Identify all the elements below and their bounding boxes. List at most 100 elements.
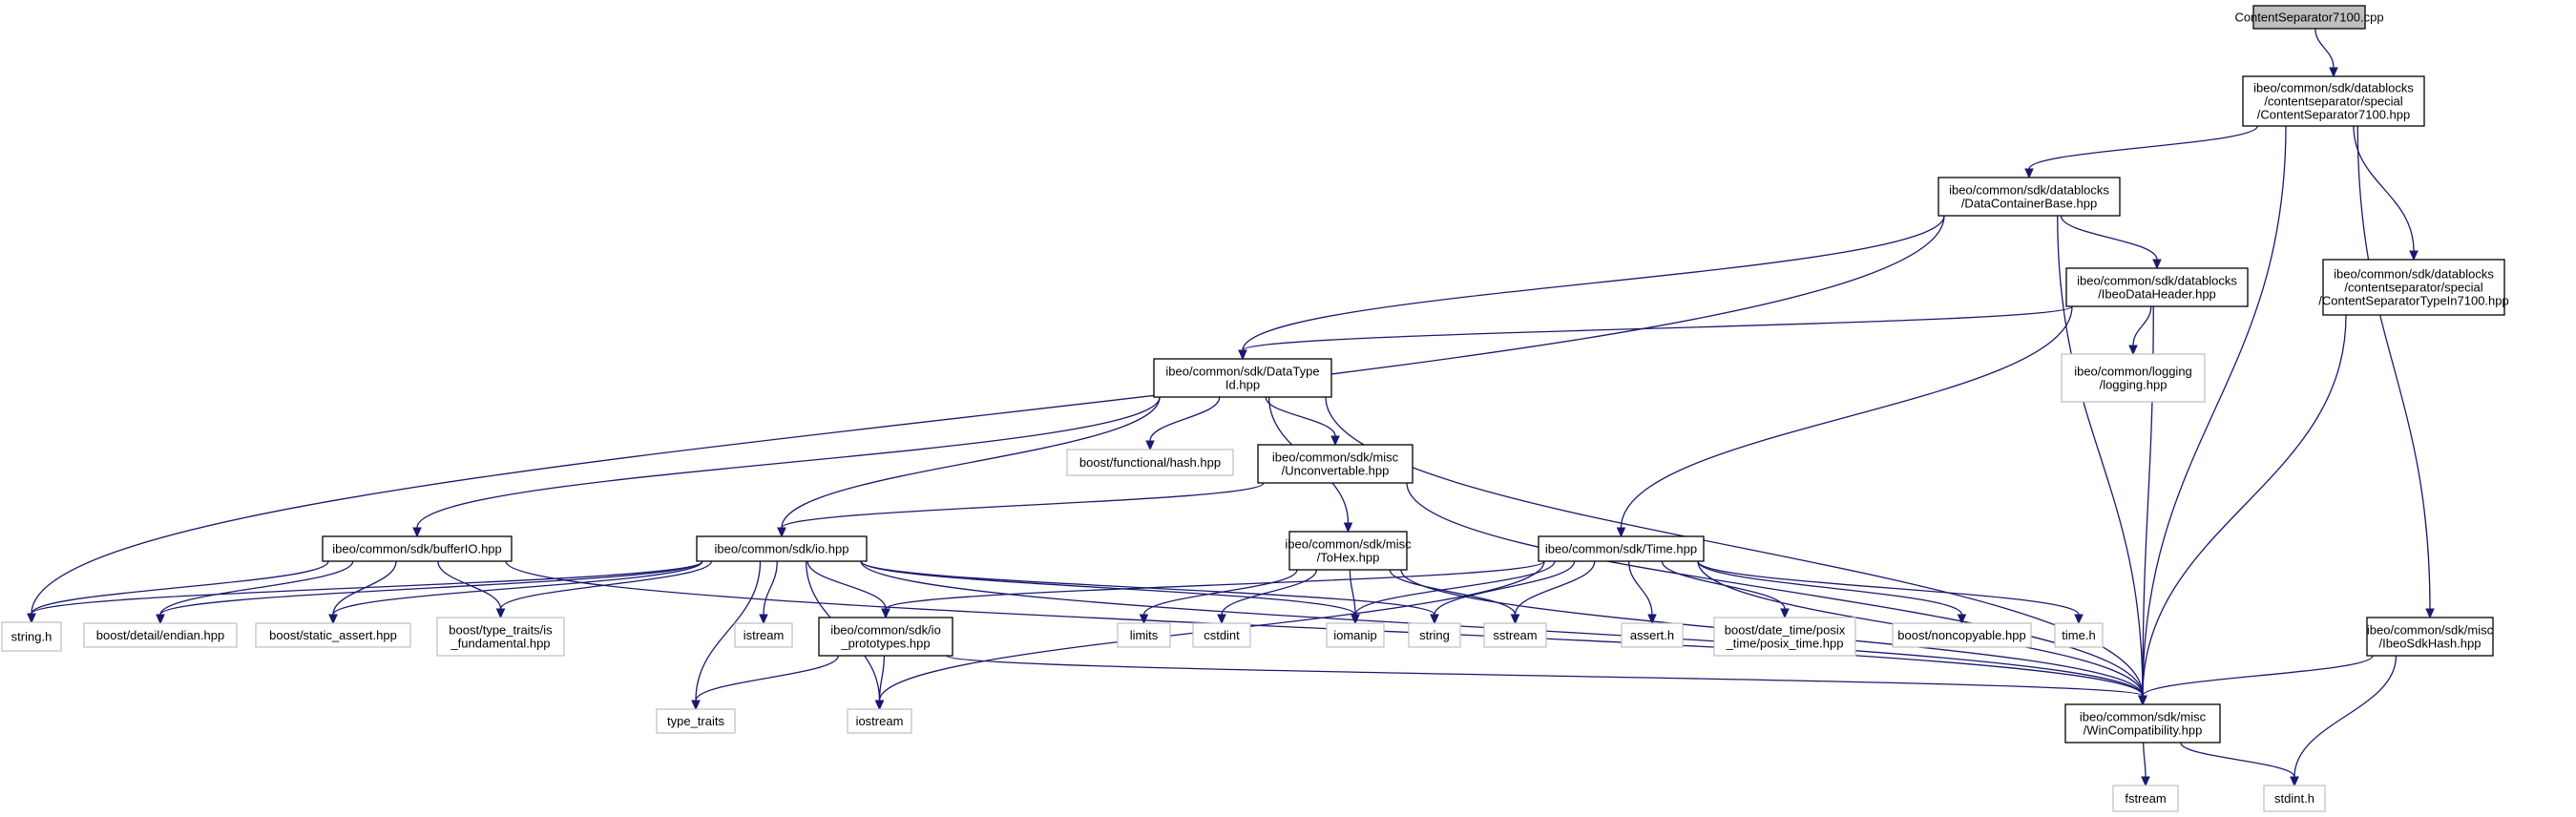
node-label: _prototypes.hpp bbox=[840, 637, 930, 651]
node-timeh: time.h bbox=[2054, 622, 2104, 648]
edge-root-to-cs7100 bbox=[2314, 28, 2338, 78]
node-label: assert.h bbox=[1630, 628, 1674, 642]
edge-ioproto-to-iostream bbox=[874, 655, 886, 711]
node-stdinth: stdint.h bbox=[2263, 785, 2326, 812]
node-label: ibeo/common/sdk/misc bbox=[1272, 450, 1399, 465]
node-box bbox=[1257, 444, 1414, 484]
node-label: ibeo/common/sdk/datablocks bbox=[2334, 267, 2494, 282]
node-box bbox=[1713, 617, 1856, 657]
node-box bbox=[1066, 449, 1234, 476]
edge-sdkhash-to-stdinth bbox=[2290, 655, 2398, 787]
node-box bbox=[696, 535, 868, 562]
node-box bbox=[2112, 785, 2179, 812]
edge-tohex-to-limits bbox=[1139, 569, 1298, 625]
node-csti[interactable]: ibeo/common/sdk/datablocks/contentsepara… bbox=[2318, 259, 2509, 316]
node-label: ibeo/common/sdk/datablocks bbox=[2253, 81, 2414, 95]
node-label: string bbox=[1419, 628, 1450, 642]
node-box bbox=[818, 617, 953, 657]
edge-io-to-isfund bbox=[495, 560, 713, 619]
edge-time-to-posix bbox=[1661, 560, 1790, 619]
node-stringh: string.h bbox=[1, 621, 62, 652]
edge-time-to-iomanip bbox=[1351, 560, 1556, 625]
node-sdkhash[interactable]: ibeo/common/sdk/misc/IbeoSdkHash.hpp bbox=[2366, 617, 2494, 657]
edge-io-to-stringh bbox=[27, 560, 703, 624]
node-box bbox=[1892, 622, 2032, 648]
node-label: /DataContainerBase.hpp bbox=[1961, 197, 2097, 211]
node-idh[interactable]: ibeo/common/sdk/datablocks/IbeoDataHeade… bbox=[2065, 267, 2249, 307]
node-logging: ibeo/common/logging/logging.hpp bbox=[2061, 353, 2206, 403]
edge-ioproto-to-typetraits bbox=[691, 655, 839, 711]
edge-time-to-string bbox=[1430, 560, 1576, 625]
node-label: iostream bbox=[856, 714, 904, 728]
edge-dtid-to-funchash bbox=[1145, 396, 1221, 451]
node-box bbox=[656, 708, 736, 734]
node-cs7100[interactable]: ibeo/common/sdk/datablocks/contentsepara… bbox=[2242, 75, 2425, 127]
node-label: ibeo/common/sdk/DataType bbox=[1165, 365, 1319, 379]
node-io[interactable]: ibeo/common/sdk/io.hpp bbox=[696, 535, 868, 562]
node-box bbox=[1937, 177, 2121, 217]
node-box bbox=[2263, 785, 2326, 812]
node-label: ibeo/common/sdk/misc bbox=[2080, 710, 2207, 724]
node-sstream: sstream bbox=[1483, 622, 1547, 648]
edge-cs7100-to-csti bbox=[2353, 125, 2419, 262]
edge-wincompat-to-stdinth bbox=[2180, 742, 2299, 787]
node-root[interactable]: ContentSeparator7100.cpp bbox=[2234, 5, 2384, 30]
edge-idh-to-logging bbox=[2128, 305, 2152, 356]
node-label: type_traits bbox=[667, 714, 724, 728]
node-noncopy: boost/noncopyable.hpp bbox=[1892, 622, 2032, 648]
node-unconv[interactable]: ibeo/common/sdk/misc/Unconvertable.hpp bbox=[1257, 444, 1414, 484]
edge-ioproto-to-wincompat bbox=[946, 655, 2147, 706]
node-layer: ContentSeparator7100.cpp ibeo/common/sdk/… bbox=[1, 5, 2509, 812]
node-label: boost/type_traits/is bbox=[449, 623, 553, 638]
node-box bbox=[1153, 358, 1332, 398]
node-label: istream bbox=[743, 628, 785, 642]
node-label: ibeo/common/sdk/datablocks bbox=[2077, 274, 2237, 288]
edge-io-to-ioproto bbox=[806, 560, 890, 619]
edge-unconv-to-io bbox=[777, 482, 1265, 538]
edge-idh-to-dtid bbox=[1238, 305, 2073, 361]
node-label: /WinCompatibility.hpp bbox=[2084, 723, 2203, 738]
node-label: ibeo/common/sdk/io.hpp bbox=[715, 542, 849, 556]
edge-dtid-to-unconv bbox=[1265, 396, 1340, 447]
node-iomanip: iomanip bbox=[1326, 622, 1385, 648]
node-label: ibeo/common/logging bbox=[2074, 365, 2192, 379]
node-box bbox=[1408, 622, 1461, 648]
node-label: fstream bbox=[2125, 791, 2166, 806]
edge-dcb-to-idh bbox=[2060, 215, 2162, 270]
edge-time-to-timeh bbox=[1697, 560, 2084, 625]
node-label: ContentSeparator7100.cpp bbox=[2234, 10, 2383, 25]
node-box bbox=[734, 622, 793, 648]
node-time[interactable]: ibeo/common/sdk/Time.hpp bbox=[1538, 535, 1705, 562]
edge-wincompat-to-fstream bbox=[2141, 742, 2150, 787]
node-limits: limits bbox=[1117, 622, 1171, 648]
node-label: _fundamental.hpp bbox=[450, 637, 550, 651]
edge-cs7100-to-sdkhash bbox=[2356, 125, 2435, 619]
node-tohex[interactable]: ibeo/common/sdk/misc/ToHex.hpp bbox=[1285, 531, 1412, 571]
node-wincompat[interactable]: ibeo/common/sdk/misc/WinCompatibility.hp… bbox=[2064, 703, 2221, 744]
node-box bbox=[2054, 622, 2104, 648]
node-box bbox=[1192, 622, 1251, 648]
node-label: ibeo/common/sdk/misc bbox=[1285, 537, 1412, 552]
edge-dtid-to-wincompat bbox=[1325, 396, 2147, 706]
node-box bbox=[1288, 531, 1408, 571]
node-label: boost/detail/endian.hpp bbox=[96, 628, 224, 642]
node-posix: boost/date_time/posix_time/posix_time.hp… bbox=[1713, 617, 1856, 657]
edge-tohex-to-sstream bbox=[1389, 569, 1520, 625]
node-bufio[interactable]: ibeo/common/sdk/bufferIO.hpp bbox=[322, 535, 513, 562]
edge-time-to-sstream bbox=[1510, 560, 1596, 625]
node-label: limits bbox=[1130, 628, 1159, 642]
node-ioproto[interactable]: ibeo/common/sdk/io_prototypes.hpp bbox=[818, 617, 953, 657]
node-label: /logging.hpp bbox=[2100, 378, 2168, 392]
edge-io-to-sassert bbox=[328, 560, 703, 625]
edge-cs7100-to-dcb bbox=[2024, 125, 2258, 179]
node-label: boost/static_assert.hpp bbox=[269, 628, 397, 642]
node-dcb[interactable]: ibeo/common/sdk/datablocks/DataContainer… bbox=[1937, 177, 2121, 217]
node-asserth: assert.h bbox=[1621, 622, 1684, 648]
node-funchash: boost/functional/hash.hpp bbox=[1066, 449, 1234, 476]
node-label: string.h bbox=[11, 630, 52, 644]
node-label: ibeo/common/sdk/misc bbox=[2367, 623, 2494, 638]
node-box bbox=[847, 708, 912, 734]
node-label: _time/posix_time.hpp bbox=[1726, 637, 1844, 651]
